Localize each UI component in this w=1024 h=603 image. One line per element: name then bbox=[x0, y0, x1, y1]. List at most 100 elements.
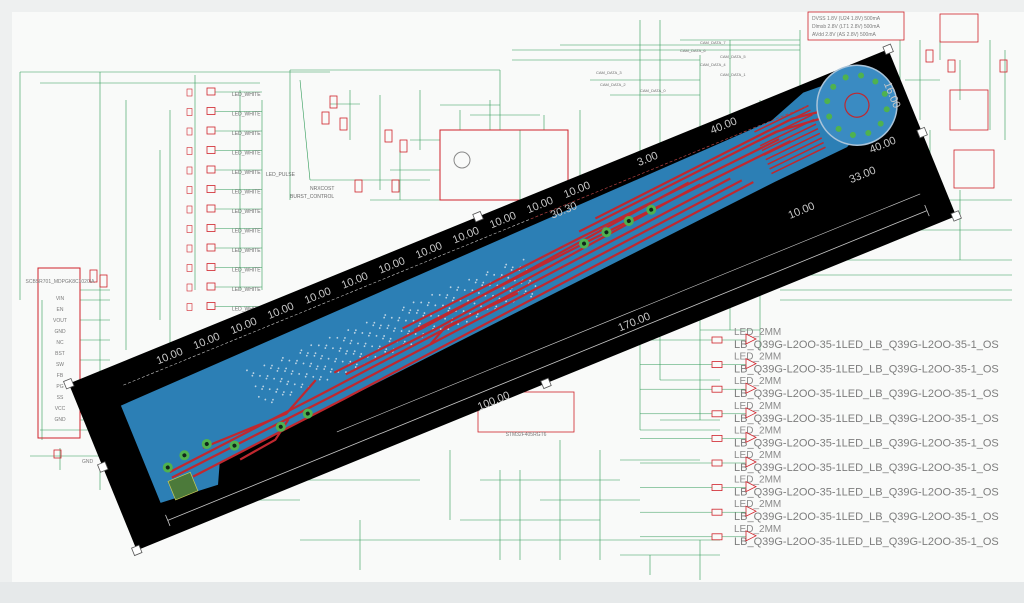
speckle bbox=[275, 390, 278, 393]
speckle bbox=[431, 293, 434, 296]
led-part-bottom: LB_Q39G-L2OO-35-1LED_LB_Q39G-L2OO-35-1_O… bbox=[734, 339, 999, 351]
right-chip-low[interactable] bbox=[953, 149, 995, 189]
passive-symbol bbox=[99, 274, 108, 288]
speckle bbox=[456, 289, 459, 291]
led-diode bbox=[745, 456, 757, 468]
resistor-symbol bbox=[186, 108, 193, 116]
speckle bbox=[305, 354, 308, 357]
led-label: LED_WHITE bbox=[232, 268, 261, 274]
speckle bbox=[296, 359, 298, 362]
speckle bbox=[353, 331, 356, 334]
pcb-trace bbox=[333, 181, 690, 374]
speckle bbox=[448, 307, 451, 310]
speckle bbox=[300, 349, 303, 352]
speckle bbox=[304, 375, 307, 378]
speckle bbox=[465, 320, 468, 323]
led-symbol bbox=[206, 243, 216, 252]
led-label: LED_WHITE bbox=[232, 287, 261, 293]
schematic-labels: CAM_DATA_7CAM_DATA_6CAM_DATA_5CAM_DATA_4… bbox=[232, 40, 746, 313]
speckle bbox=[357, 342, 359, 345]
selection-handle bbox=[882, 43, 894, 56]
led-symbol bbox=[206, 204, 216, 213]
led-symbol bbox=[206, 165, 216, 174]
speckle bbox=[402, 306, 405, 309]
led-part-row: LED_2MMLB_Q39G-L2OO-35-1LED_LB_Q39G-L2OO… bbox=[640, 524, 999, 548]
ring-pad bbox=[835, 125, 842, 132]
speckle bbox=[276, 369, 279, 372]
led-label: LED_WHITE bbox=[232, 229, 261, 235]
speckle bbox=[374, 355, 377, 358]
speckle bbox=[375, 334, 378, 337]
pcb-trace bbox=[769, 141, 824, 170]
resistor-symbol bbox=[186, 244, 193, 253]
speckle bbox=[511, 266, 514, 269]
speckle bbox=[420, 301, 423, 304]
speckle bbox=[433, 325, 436, 328]
speckle bbox=[486, 271, 489, 274]
speckle bbox=[254, 385, 257, 388]
speckle bbox=[315, 368, 318, 370]
speckle bbox=[371, 345, 374, 348]
speckle bbox=[412, 319, 415, 322]
mid-chip[interactable] bbox=[439, 129, 569, 201]
speckle bbox=[393, 330, 395, 332]
speckle bbox=[284, 370, 286, 372]
resistor-symbol bbox=[186, 283, 193, 292]
left-chip[interactable]: SCBSR701_MDPGK8C1020IA VINENVOUTGNDNCBST… bbox=[26, 267, 96, 439]
bottom-chip[interactable]: STM32F405RGT6 bbox=[477, 391, 575, 438]
speckle bbox=[384, 314, 387, 316]
ring-inner bbox=[844, 92, 870, 118]
led-part-top: LED_2MM bbox=[734, 450, 781, 461]
pcb-pad-hole bbox=[182, 453, 187, 458]
led-part-bottom: LB_Q39G-L2OO-35-1LED_LB_Q39G-L2OO-35-1_O… bbox=[734, 536, 999, 548]
speckle bbox=[336, 336, 339, 339]
speckle bbox=[327, 357, 330, 360]
speckle bbox=[409, 309, 412, 312]
right-chip-mid[interactable] bbox=[949, 89, 989, 131]
speckle bbox=[509, 290, 512, 292]
regulator-line-3: AVdd 2.8V (AS 2.8V) 500mA bbox=[812, 32, 876, 38]
speckle bbox=[299, 352, 302, 354]
speckle bbox=[280, 359, 283, 362]
led-symbol bbox=[206, 185, 216, 193]
ring-pad bbox=[830, 83, 837, 90]
led-part-top: LED_2MM bbox=[734, 499, 781, 510]
speckle bbox=[373, 321, 376, 324]
speckle bbox=[412, 301, 415, 304]
selection-handle bbox=[97, 461, 109, 473]
speckle bbox=[285, 367, 288, 370]
regulator-block[interactable]: DVSS 1.8V (U24 1.8V) 500mA Dlmsb 2.8V (L… bbox=[807, 11, 905, 41]
speckle bbox=[286, 383, 289, 386]
dim-line-red bbox=[530, 105, 809, 220]
speckle bbox=[484, 294, 487, 297]
dim-tick bbox=[924, 204, 930, 217]
passive-symbol bbox=[321, 111, 330, 125]
pcb-pad-hole bbox=[649, 207, 654, 212]
speckle bbox=[359, 355, 362, 358]
speckle bbox=[320, 357, 322, 360]
speckle bbox=[262, 385, 265, 388]
speckle bbox=[259, 374, 261, 377]
led-diode bbox=[745, 431, 757, 444]
speckle bbox=[251, 374, 254, 377]
speckle bbox=[427, 301, 430, 304]
speckle bbox=[417, 309, 419, 312]
right-chip-top[interactable] bbox=[939, 13, 979, 43]
speckle bbox=[457, 323, 460, 326]
speckle bbox=[442, 304, 444, 307]
speckle bbox=[503, 287, 505, 290]
pcb-trace bbox=[756, 109, 811, 138]
speckle bbox=[485, 273, 488, 276]
speckle bbox=[318, 378, 321, 381]
control-label: LED_PULSE bbox=[266, 172, 296, 178]
speckle bbox=[282, 391, 285, 393]
speckle bbox=[246, 369, 248, 372]
resistor-symbol bbox=[186, 166, 193, 175]
led-part-bottom: LB_Q39G-L2OO-35-1LED_LB_Q39G-L2OO-35-1_O… bbox=[734, 511, 999, 523]
speckle bbox=[342, 339, 345, 342]
